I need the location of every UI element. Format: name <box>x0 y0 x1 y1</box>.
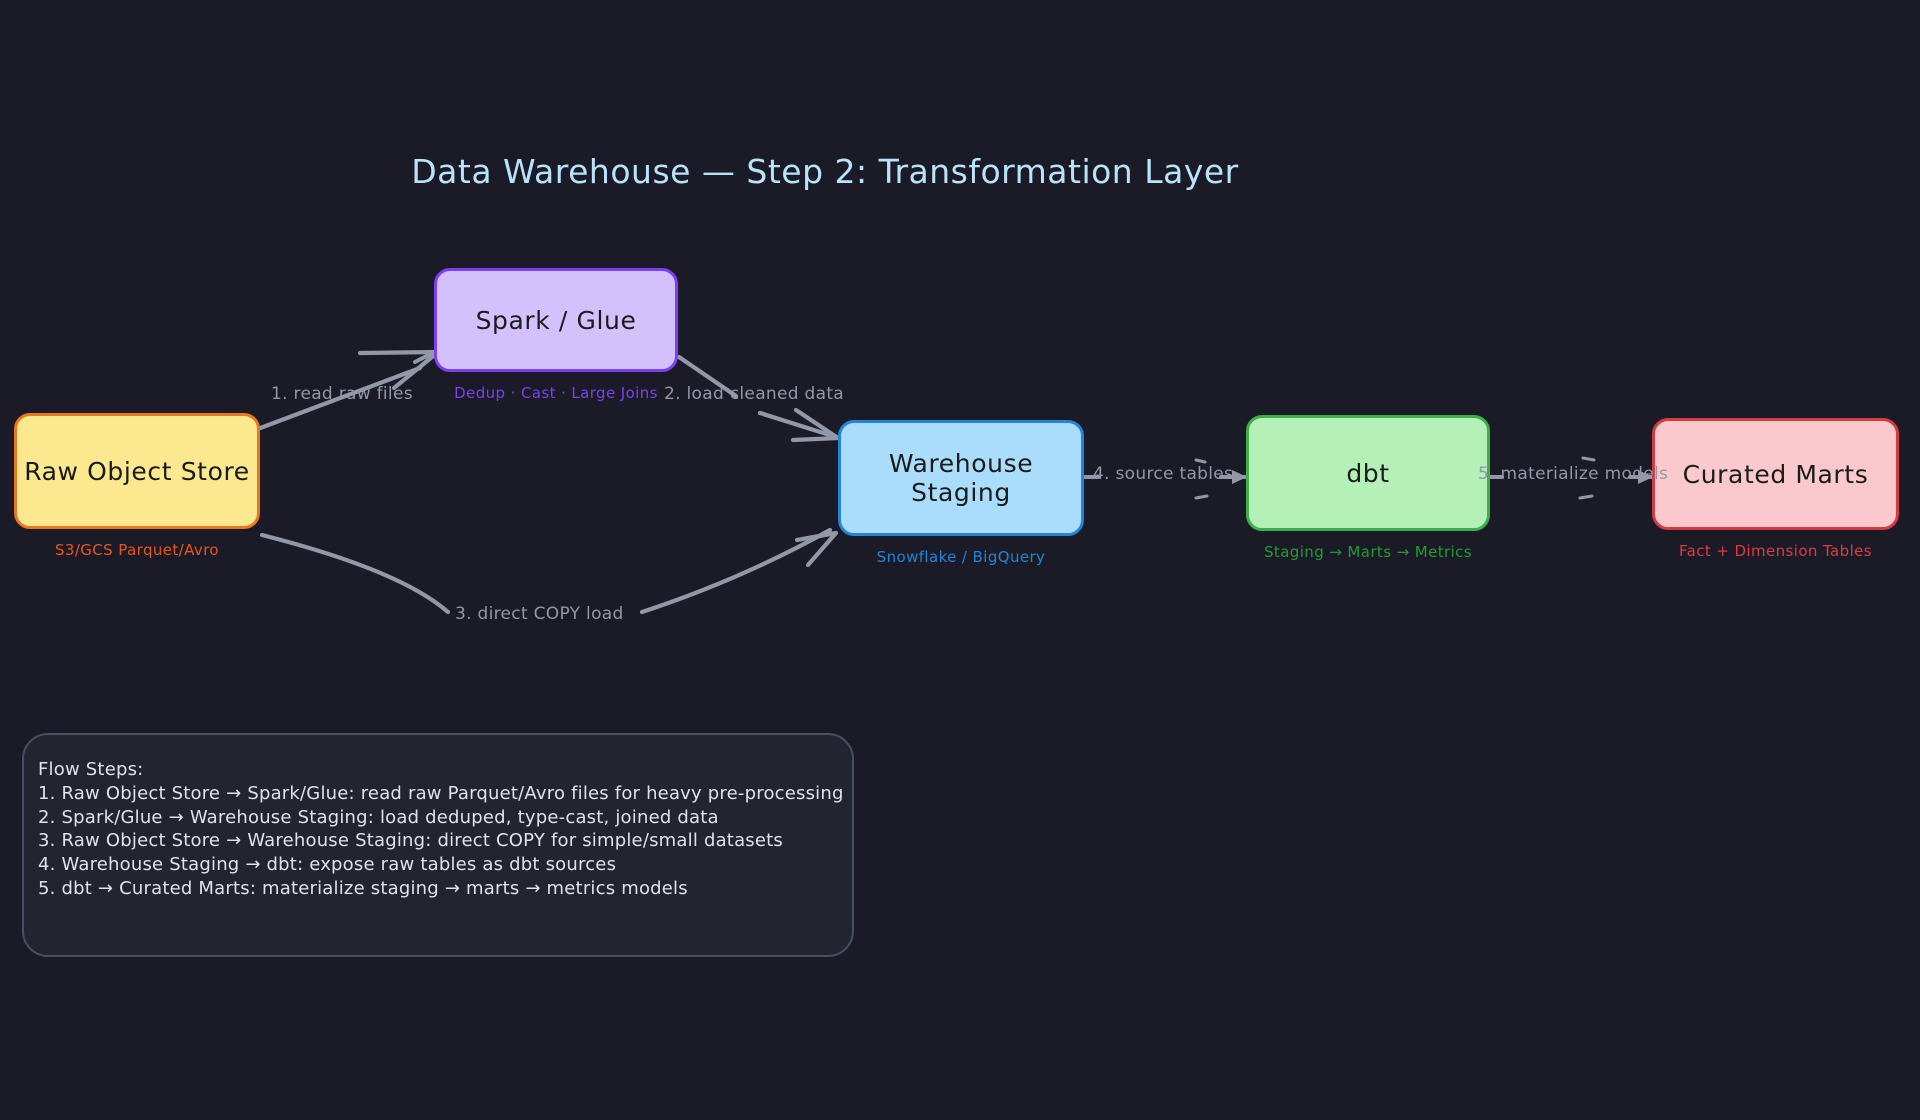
flow-step-item: 5. dbt → Curated Marts: materialize stag… <box>38 877 688 899</box>
node-label: Raw Object Store <box>24 456 250 486</box>
node-label: dbt <box>1346 458 1390 488</box>
node-raw-object-store[interactable]: Raw Object Store <box>14 413 260 529</box>
node-caption-dbt: Staging → Marts → Metrics <box>1264 543 1472 561</box>
node-spark-glue[interactable]: Spark / Glue <box>434 268 678 372</box>
page-title: Data Warehouse — Step 2: Transformation … <box>411 152 1239 191</box>
node-dbt[interactable]: dbt <box>1246 415 1490 531</box>
node-curated-marts[interactable]: Curated Marts <box>1652 418 1899 530</box>
edge-5-arrow <box>1488 456 1654 500</box>
node-caption-raw-object-store: S3/GCS Parquet/Avro <box>54 541 220 559</box>
flow-steps-heading: Flow Steps: <box>38 759 144 780</box>
edge-3-arrow <box>259 527 839 615</box>
flow-step-item: 1. Raw Object Store → Spark/Glue: read r… <box>38 782 844 804</box>
edge-label-load-cleaned-data: 2. load cleaned data <box>664 384 845 404</box>
edge-1-arrow <box>252 349 440 433</box>
flow-step-item: 4. Warehouse Staging → dbt: expose raw t… <box>38 854 617 876</box>
edge-label-read-raw-files: 1. read raw files <box>271 384 413 404</box>
node-caption-warehouse-staging: Snowflake / BigQuery <box>876 548 1046 566</box>
node-warehouse-staging[interactable]: Warehouse Staging <box>838 420 1084 536</box>
flow-step-item: 2. Spark/Glue → Warehouse Staging: load … <box>38 806 719 828</box>
edge-4-arrow <box>1083 458 1248 500</box>
flow-step-item: 3. Raw Object Store → Warehouse Staging:… <box>38 830 783 852</box>
edge-label-source-tables: 4. source tables <box>1093 464 1234 484</box>
node-label: Spark / Glue <box>475 305 637 335</box>
node-caption-spark-glue: Dedup · Cast · Large Joins <box>454 384 658 402</box>
node-caption-curated-marts: Fact + Dimension Tables <box>1679 542 1872 560</box>
flow-steps-content: Flow Steps: 1. Raw Object Store → Spark/… <box>38 758 844 901</box>
node-label: Warehouse Staging <box>888 449 1034 507</box>
edge-label-materialize-models: 5. materialize models <box>1478 464 1669 484</box>
edge-label-direct-copy-load: 3. direct COPY load <box>455 604 624 624</box>
flow-steps-panel <box>22 733 854 957</box>
node-label: Curated Marts <box>1682 459 1869 489</box>
